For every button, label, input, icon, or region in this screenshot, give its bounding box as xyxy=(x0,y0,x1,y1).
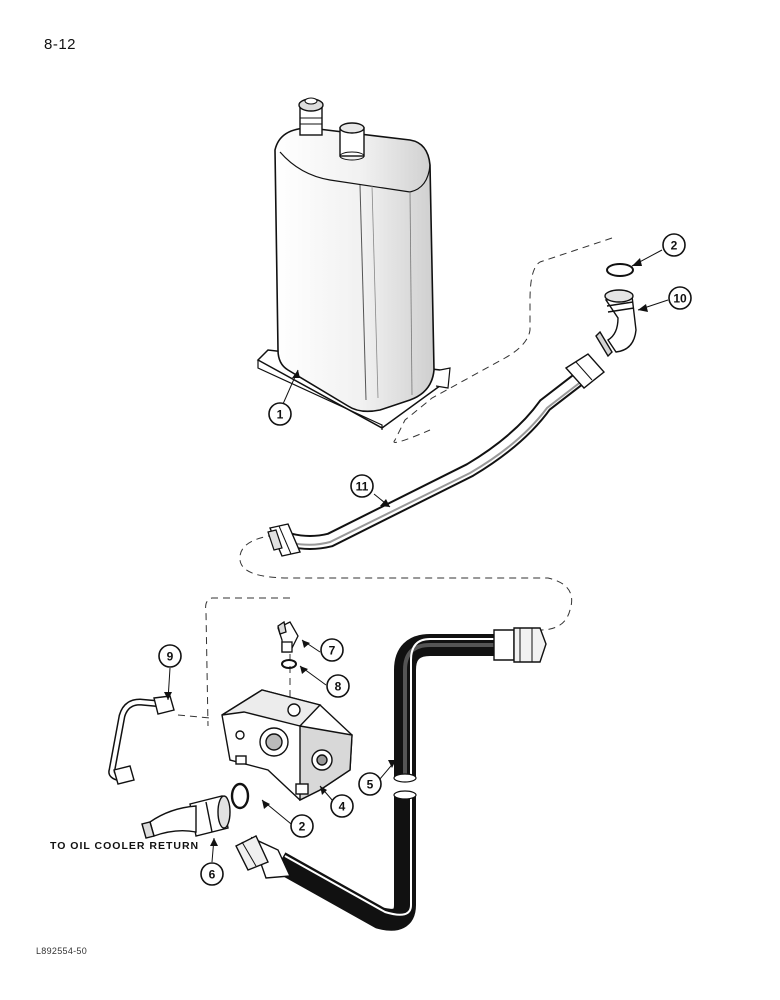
svg-text:5: 5 xyxy=(367,778,374,792)
svg-text:1: 1 xyxy=(277,408,284,422)
hose xyxy=(235,627,547,931)
svg-text:7: 7 xyxy=(329,644,336,658)
callout-long-tube: 11 xyxy=(350,474,374,498)
callout-o-ring-small: 8 xyxy=(326,674,350,698)
small-tube xyxy=(108,695,175,785)
callout-small-tube: 9 xyxy=(158,644,182,668)
assembly-lines xyxy=(177,237,613,727)
svg-text:8: 8 xyxy=(335,680,342,694)
page-number: 8-12 xyxy=(44,36,77,53)
long-tube xyxy=(267,353,606,557)
inlet-fitting xyxy=(141,795,231,839)
callout-pump: 4 xyxy=(330,794,354,818)
svg-text:10: 10 xyxy=(673,292,687,306)
o-ring-pump xyxy=(230,782,250,810)
o-ring-small xyxy=(281,659,297,669)
callout-o-ring-top: 2 xyxy=(662,233,686,257)
callout-elbow-outlet: 10 xyxy=(668,286,692,310)
reservoir-tank xyxy=(256,97,451,430)
elbow-fitting-small xyxy=(277,620,299,653)
elbow-fitting-outlet xyxy=(595,289,637,358)
callout-hose: 5 xyxy=(358,772,382,796)
callout-arrowheads xyxy=(164,258,648,846)
callout-reservoir: 1 xyxy=(268,402,292,426)
svg-text:9: 9 xyxy=(167,650,174,664)
callout-inlet-fitting: 6 xyxy=(200,862,224,886)
oil-cooler-caption: TO OIL COOLER RETURN xyxy=(50,840,200,852)
svg-text:6: 6 xyxy=(209,868,216,882)
svg-text:4: 4 xyxy=(339,800,346,814)
svg-text:11: 11 xyxy=(356,480,369,494)
callout-o-ring-pump: 2 xyxy=(290,814,314,838)
svg-text:2: 2 xyxy=(299,820,306,834)
callout-elbow-small: 7 xyxy=(320,638,344,662)
figure-code: L892554-50 xyxy=(36,946,88,956)
hydraulic-pump xyxy=(221,689,353,802)
svg-text:2: 2 xyxy=(671,239,678,253)
o-ring-top xyxy=(606,263,634,277)
